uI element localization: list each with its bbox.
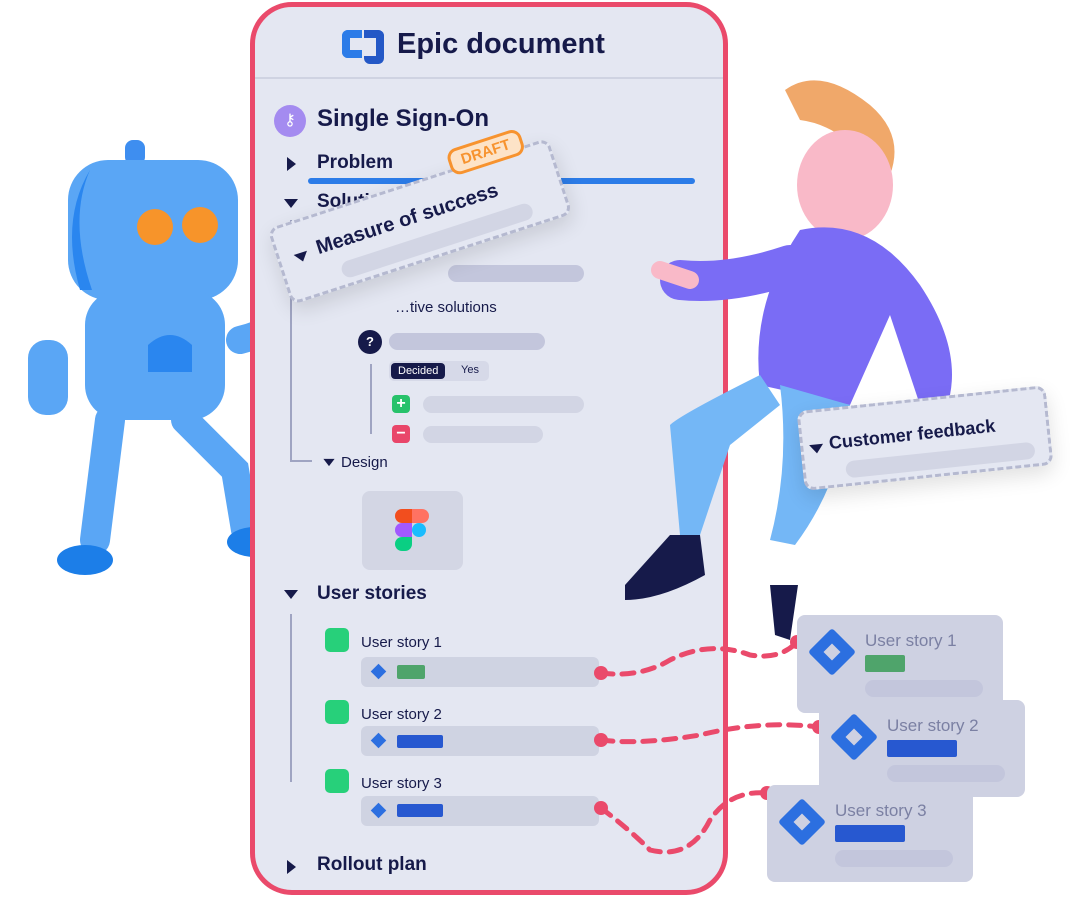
jira-icon bbox=[807, 627, 857, 677]
jira-icon bbox=[829, 712, 879, 762]
jira-card-2[interactable]: User story 2 bbox=[819, 700, 1025, 797]
status-chip bbox=[397, 804, 443, 817]
alternative-solutions-label: …tive solutions bbox=[395, 299, 497, 316]
jira-card-title: User story 2 bbox=[887, 716, 979, 735]
status-chip bbox=[397, 735, 443, 748]
tree-line bbox=[290, 220, 292, 462]
jira-icon bbox=[777, 797, 827, 847]
story-title: User story 3 bbox=[361, 775, 442, 792]
collapse-user-stories-icon[interactable] bbox=[284, 590, 298, 599]
placeholder-bar bbox=[423, 396, 584, 413]
story-title: User story 1 bbox=[361, 634, 442, 651]
plus-icon[interactable]: + bbox=[392, 395, 410, 413]
status-chip bbox=[397, 665, 425, 679]
placeholder-bar bbox=[389, 333, 545, 350]
placeholder-bar bbox=[448, 265, 584, 282]
section-user-stories[interactable]: User stories bbox=[317, 583, 427, 604]
expand-rollout-icon[interactable] bbox=[287, 860, 296, 874]
story-title: User story 2 bbox=[361, 706, 442, 723]
minus-icon[interactable]: − bbox=[392, 425, 410, 443]
placeholder-bar bbox=[423, 426, 543, 443]
section-design[interactable]: Design bbox=[341, 454, 388, 471]
question-icon: ? bbox=[358, 330, 382, 354]
section-rollout-plan[interactable]: Rollout plan bbox=[317, 854, 427, 875]
placeholder-bar bbox=[887, 765, 1005, 782]
status-chip bbox=[835, 825, 905, 842]
collapse-solution-icon[interactable] bbox=[284, 199, 298, 208]
figma-icon bbox=[395, 509, 429, 551]
tree-line bbox=[290, 460, 312, 462]
placeholder-bar bbox=[865, 680, 983, 697]
bookmark-icon bbox=[325, 769, 349, 793]
tree-line bbox=[370, 364, 372, 434]
decided-value: Yes bbox=[461, 364, 479, 376]
figma-thumbnail[interactable] bbox=[362, 491, 463, 570]
app-logo-icon bbox=[342, 30, 384, 64]
placeholder-bar bbox=[835, 850, 953, 867]
jira-card-3[interactable]: User story 3 bbox=[767, 785, 973, 882]
document-title: Epic document bbox=[397, 28, 605, 60]
bookmark-icon bbox=[325, 700, 349, 724]
key-icon: ⚷ bbox=[274, 105, 306, 137]
section-problem[interactable]: Problem bbox=[317, 152, 394, 173]
collapse-design-icon[interactable] bbox=[323, 458, 335, 467]
header-divider bbox=[255, 77, 723, 79]
expand-problem-icon[interactable] bbox=[287, 157, 296, 171]
epic-title: Single Sign-On bbox=[317, 105, 489, 132]
decided-tag[interactable]: Decided Yes bbox=[389, 361, 489, 381]
jira-card-1[interactable]: User story 1 bbox=[797, 615, 1003, 713]
bookmark-icon bbox=[325, 628, 349, 652]
decided-label: Decided bbox=[391, 363, 446, 379]
tree-line bbox=[290, 614, 292, 782]
status-chip bbox=[887, 740, 957, 757]
jira-card-title: User story 1 bbox=[865, 631, 957, 650]
jira-card-title: User story 3 bbox=[835, 801, 927, 820]
status-chip bbox=[865, 655, 905, 672]
